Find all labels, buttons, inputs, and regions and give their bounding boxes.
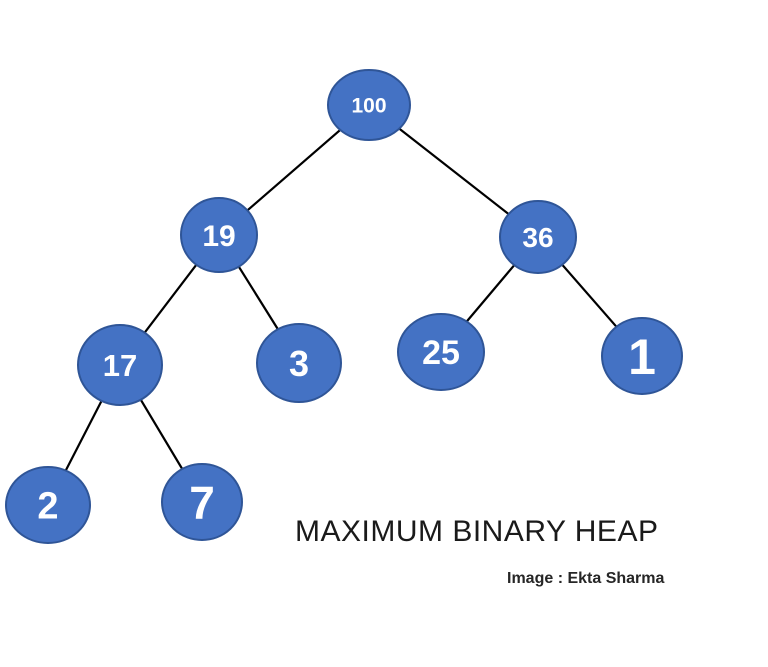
node-circle — [180, 197, 258, 273]
node-value: 25 — [422, 334, 460, 372]
tree-node-right-left: 25 — [397, 313, 485, 391]
tree-node-left-right: 3 — [256, 323, 342, 403]
diagram-title: MAXIMUM BINARY HEAP — [295, 515, 659, 548]
edge-layer — [46, 103, 644, 507]
image-credit: Image : Ekta Sharma — [507, 570, 665, 587]
node-circle — [77, 324, 163, 406]
node-circle — [397, 313, 485, 391]
tree-node-left-left-left: 2 — [5, 466, 91, 544]
node-layer: 100 19 36 17 3 25 — [5, 69, 683, 544]
node-value: 100 — [351, 95, 386, 118]
tree-node-left: 19 — [180, 197, 258, 273]
node-value: 17 — [103, 348, 137, 383]
node-value: 36 — [522, 222, 553, 253]
node-value: 7 — [189, 477, 215, 529]
node-value: 19 — [202, 220, 235, 253]
node-value: 1 — [628, 329, 656, 385]
node-circle — [499, 200, 577, 274]
node-value: 3 — [289, 343, 309, 384]
node-circle — [601, 317, 683, 395]
tree-node-root: 100 — [327, 69, 411, 141]
tree-node-left-left-right: 7 — [161, 463, 243, 541]
node-circle — [5, 466, 91, 544]
node-circle — [256, 323, 342, 403]
node-circle — [161, 463, 243, 541]
tree-node-left-left: 17 — [77, 324, 163, 406]
tree-node-right-right: 1 — [601, 317, 683, 395]
node-value: 2 — [37, 486, 58, 528]
tree-node-right: 36 — [499, 200, 577, 274]
node-circle — [327, 69, 411, 141]
